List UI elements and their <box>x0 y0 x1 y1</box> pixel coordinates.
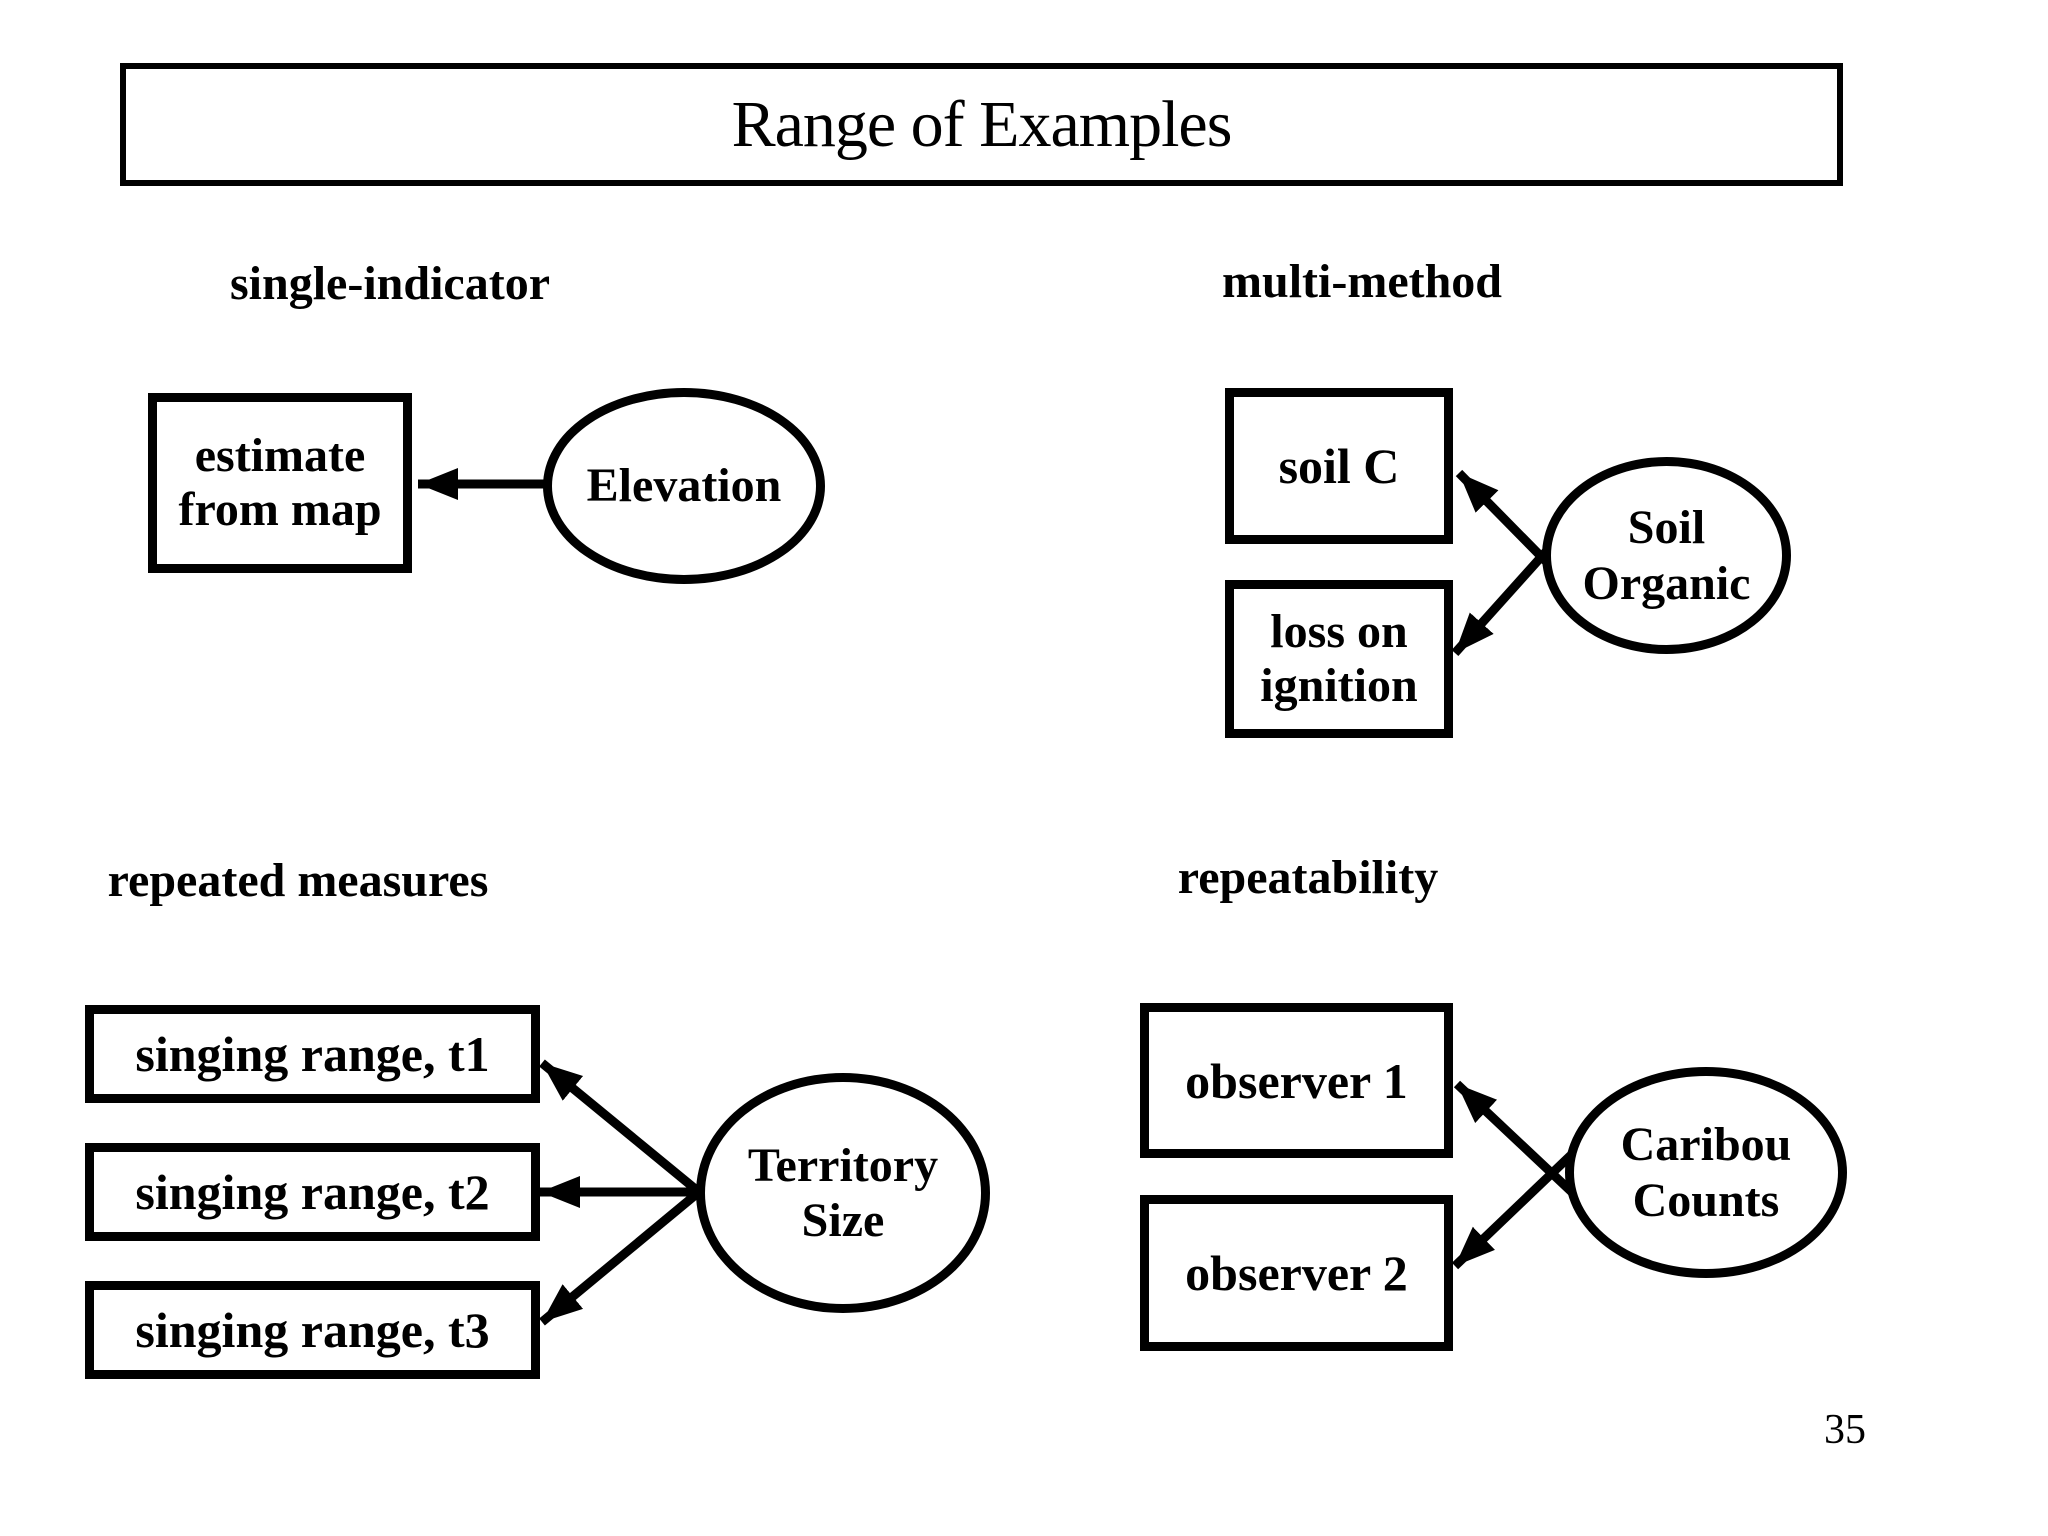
box-observer-1: observer 1 <box>1140 1003 1453 1158</box>
ellipse-territory-size: Territory Size <box>696 1073 990 1313</box>
ellipse-elevation: Elevation <box>543 388 825 584</box>
arrow-territory-to-t3 <box>539 1188 702 1326</box>
heading-repeated-measures: repeated measures <box>107 854 489 907</box>
box-observer-2: observer 2 <box>1140 1195 1453 1351</box>
heading-repeatability: repeatability <box>1177 851 1439 904</box>
box-estimate-from-map: estimate from map <box>148 393 412 573</box>
box-soil-c: soil C <box>1225 388 1453 544</box>
ellipse-soil-organic: Soil Organic <box>1542 457 1791 654</box>
heading-single-indicator: single-indicator <box>230 257 550 310</box>
page-number: 35 <box>1824 1407 1866 1453</box>
arrow-territory-to-t1 <box>539 1059 702 1196</box>
box-singing-range-t2: singing range, t2 <box>85 1143 540 1241</box>
box-singing-range-t3: singing range, t3 <box>85 1281 540 1379</box>
heading-multi-method: multi-method <box>1222 255 1502 308</box>
ellipse-caribou-counts: Caribou Counts <box>1565 1067 1847 1278</box>
box-loss-on-ignition: loss on ignition <box>1225 580 1453 738</box>
page-title-bar: Range of Examples <box>120 63 1843 186</box>
page-title: Range of Examples <box>731 87 1233 161</box>
box-singing-range-t1: singing range, t1 <box>85 1005 540 1103</box>
